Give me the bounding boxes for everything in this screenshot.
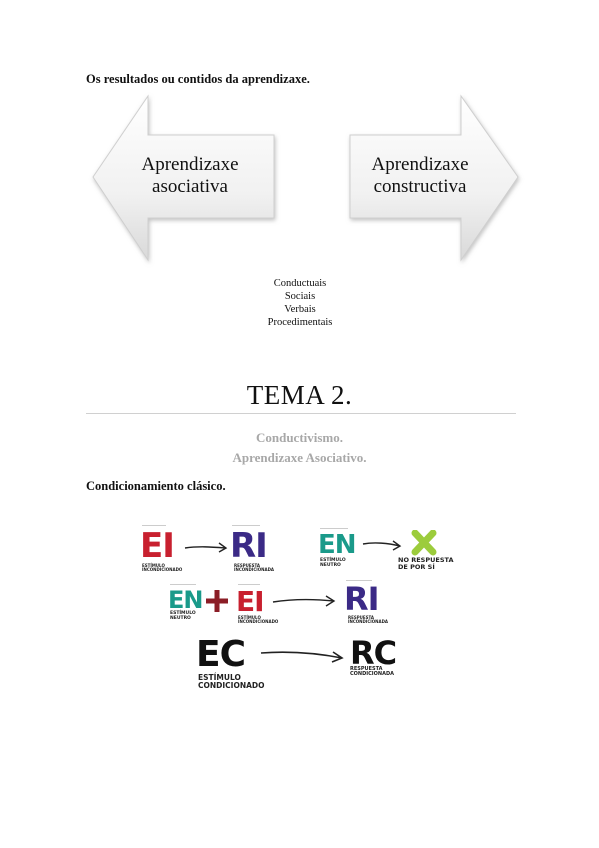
contents-list: Conductuais Sociais Verbais Procedimenta…	[200, 277, 400, 329]
list-item: Procedimentais	[267, 317, 333, 328]
arrow-icon	[260, 651, 344, 663]
en-symbol: EN	[168, 586, 203, 614]
right-arrow-label: Aprendizaxe constructiva	[371, 154, 469, 197]
left-arrow-label: Aprendizaxe asociativa	[141, 154, 239, 197]
ri-symbol: RI	[230, 526, 268, 566]
arrow-icon	[362, 540, 402, 551]
rc-symbol: RC	[350, 634, 397, 672]
section-heading: Condicionamiento clásico.	[86, 479, 226, 493]
subtitle-line2: Aprendizaxe Asociativo.	[232, 450, 367, 465]
list-item: Verbais	[284, 304, 316, 315]
en-label: ESTÍMULO NEUTRO	[170, 611, 196, 621]
ri-label: RESPUESTA INCONDICIONADA	[348, 615, 389, 625]
dash-line	[346, 580, 372, 581]
ec-label: ESTÍMULO CONDICIONADO	[198, 673, 265, 690]
ei-symbol: EI	[140, 526, 175, 566]
dash-line	[238, 584, 260, 585]
dash-line	[232, 525, 260, 526]
ei-label: ESTÍMULO INCONDICIONADO	[142, 563, 183, 573]
ei-symbol: EI	[236, 585, 265, 618]
en-label: ESTÍMULO NEUTRO	[320, 558, 346, 568]
divider	[86, 413, 516, 414]
arrow-icon	[184, 542, 228, 553]
ec-symbol: EC	[196, 634, 246, 675]
dash-line	[170, 584, 196, 585]
right-arrow-shape	[349, 94, 519, 262]
arrow-icon	[272, 595, 336, 607]
subtitle-line1: Conductivismo.	[255, 430, 344, 445]
ei-label: ESTÍMULO INCONDICIONADO	[238, 615, 279, 625]
plus-icon	[206, 590, 228, 612]
dash-line	[142, 525, 166, 526]
tema-title: TEMA 2.	[246, 380, 353, 410]
no-response-label: NO RESPUESTA DE POR SÍ	[398, 556, 454, 571]
ri-symbol: RI	[344, 580, 380, 618]
list-item: Conductuais	[273, 278, 327, 289]
arrows-graphic	[92, 94, 519, 262]
conditioning-diagram: EI ESTÍMULO INCONDICIONADO RI RESPUESTA …	[140, 522, 466, 694]
dash-line	[320, 528, 348, 529]
ri-label: RESPUESTA INCONDICIONADA	[234, 563, 275, 573]
left-arrow-shape	[92, 94, 275, 262]
rc-label: RESPUESTA CONDICIONADA	[350, 666, 394, 678]
heading-resultados: Os resultados ou contidos da aprendizaxe…	[86, 72, 310, 86]
cross-icon	[411, 530, 437, 556]
en-symbol: EN	[318, 530, 357, 560]
list-item: Sociais	[284, 291, 316, 302]
